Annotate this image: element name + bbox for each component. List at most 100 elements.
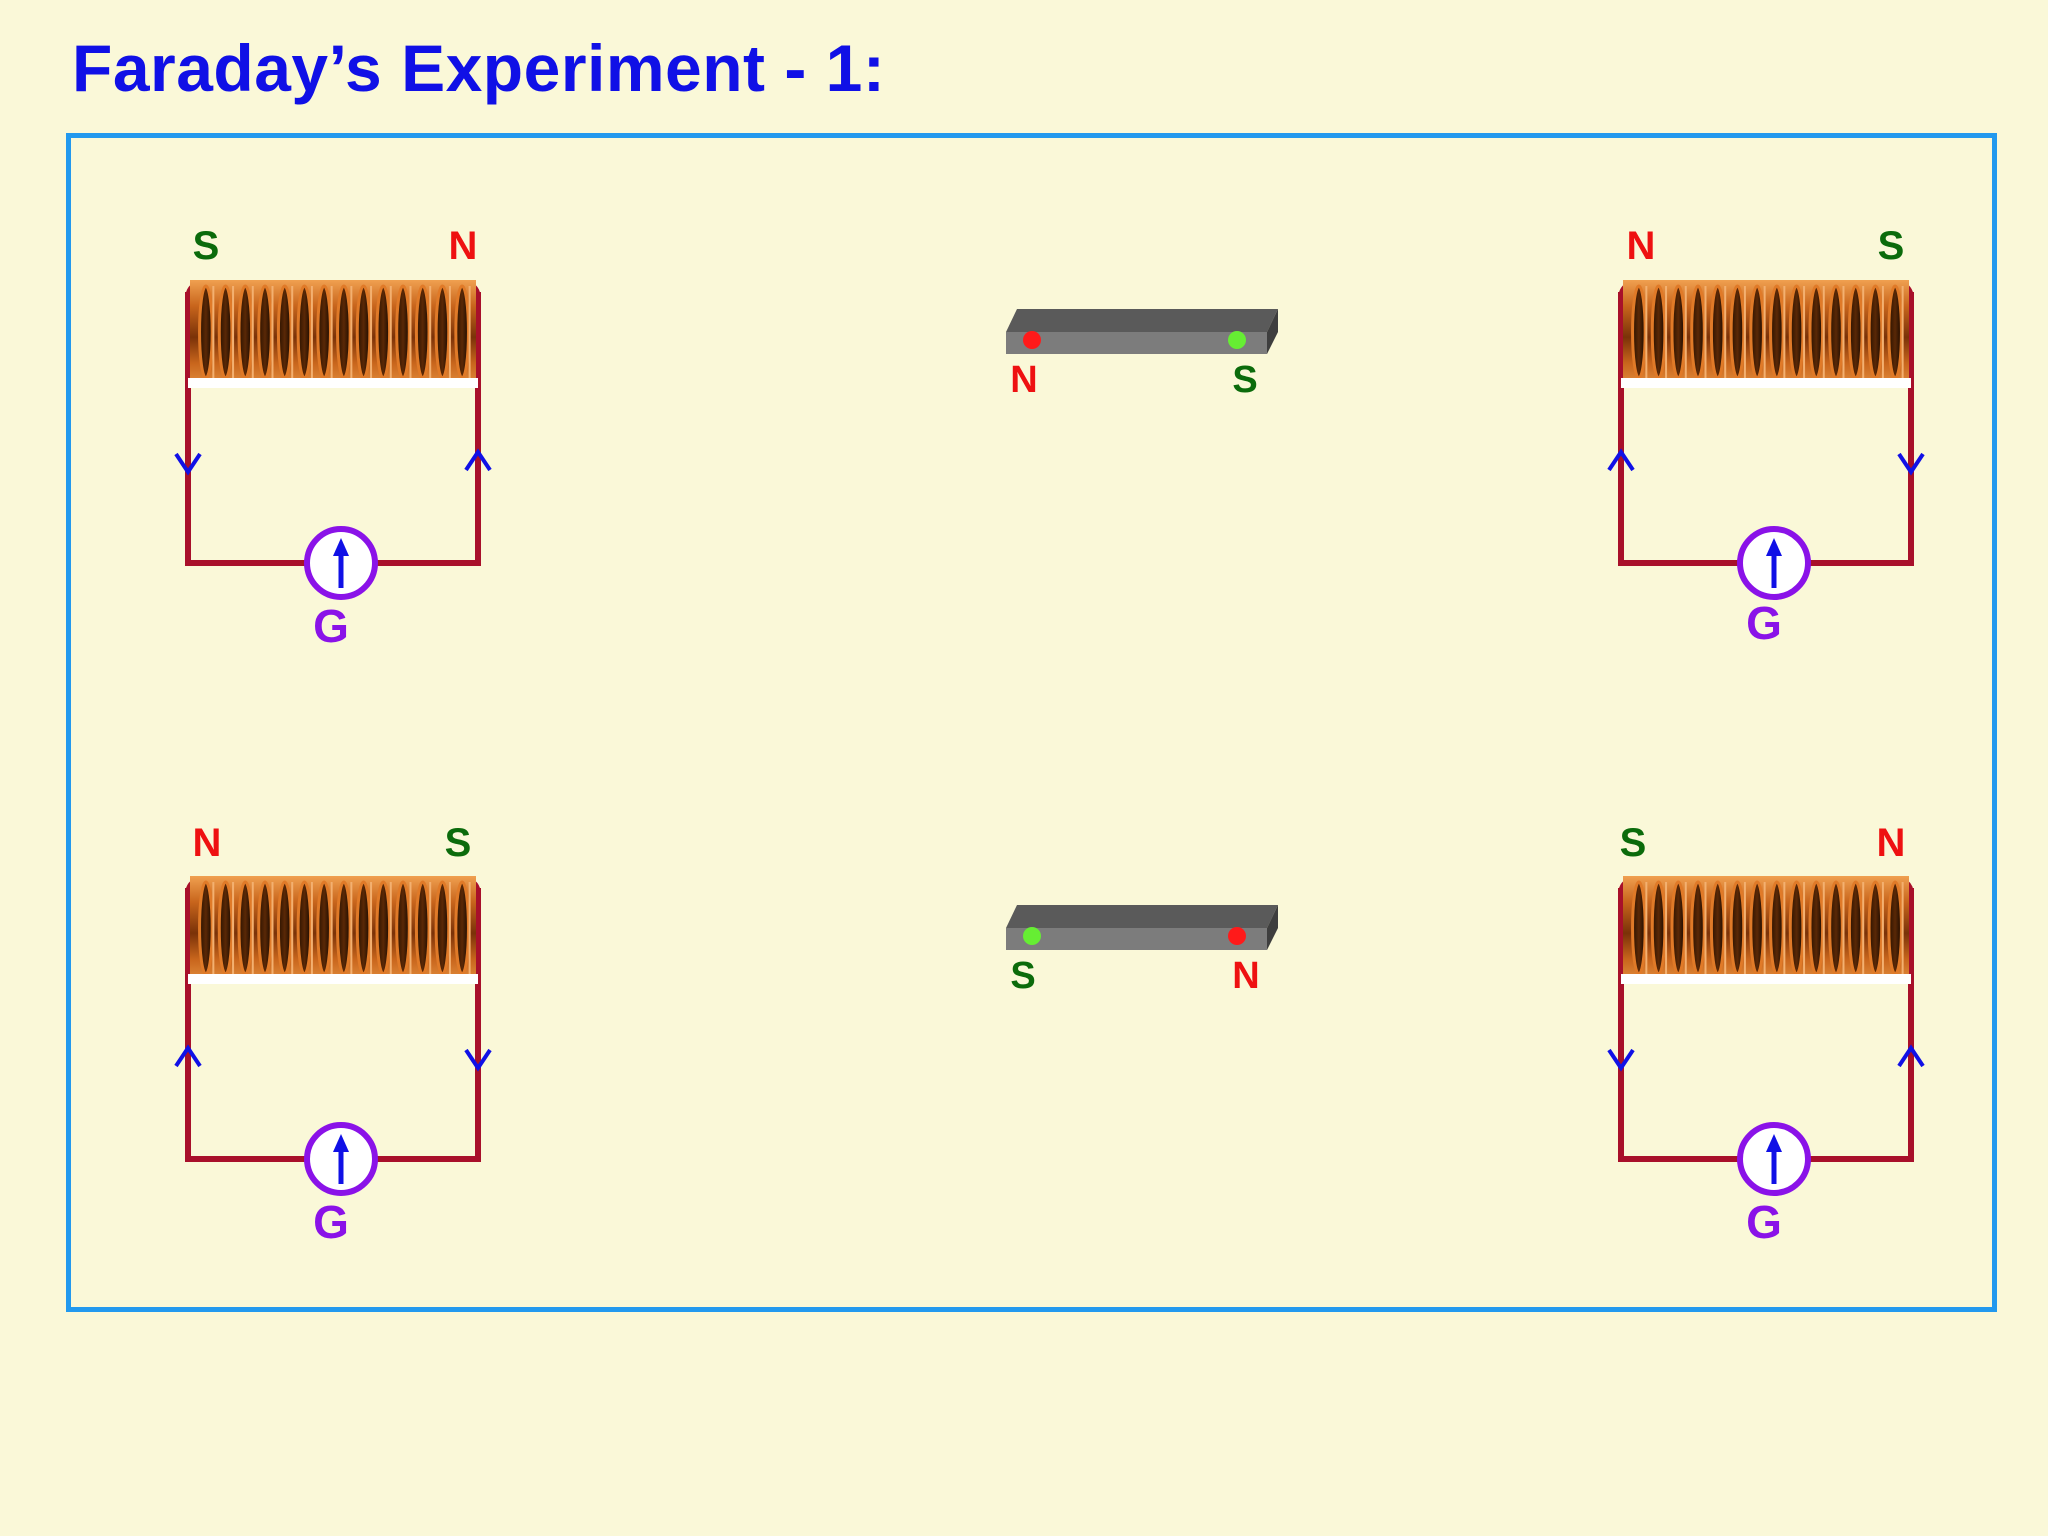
coil-turn [1887, 880, 1903, 976]
magnet-pole-right-label: N [1232, 955, 1259, 997]
up-arrow-icon [1766, 538, 1782, 588]
coil-turn [1670, 880, 1687, 976]
coil-turn [355, 284, 372, 380]
galvanometer [1737, 1122, 1811, 1196]
coil-turns [198, 284, 471, 380]
coil-turn [454, 880, 470, 976]
page-title: Faraday’s Experiment - 1: [72, 31, 886, 105]
coil-turn [395, 284, 411, 380]
current-arrow-down-icon [464, 1048, 492, 1072]
coil-turn [414, 284, 431, 380]
coil-turn [1650, 880, 1667, 976]
solenoid-coil [1621, 280, 1911, 388]
coil-turn [257, 880, 273, 976]
galvanometer [304, 526, 378, 600]
coil-turn [355, 880, 372, 976]
magnet-side-face [1267, 905, 1278, 950]
coil-turn [1709, 880, 1726, 976]
coil-turn [1650, 284, 1667, 380]
magnet-south-dot [1228, 331, 1246, 349]
coil-turns [198, 880, 471, 976]
current-arrow-up-icon [1897, 1044, 1925, 1068]
coil-turn [276, 880, 293, 976]
coil-turn [454, 284, 470, 380]
coil-turn [296, 880, 313, 976]
coil-pole-left-label: S [193, 224, 220, 268]
coil-turn [1690, 880, 1706, 976]
current-arrow-down-icon [174, 452, 202, 476]
coil-turn [237, 880, 254, 976]
coil-pole-left-label: S [1620, 821, 1647, 865]
coil-turn [1867, 880, 1884, 976]
coil-turn [1788, 880, 1805, 976]
coil-pole-right-label: S [1878, 224, 1905, 268]
coil-turn [1729, 284, 1746, 380]
magnet-top-face [1006, 905, 1278, 928]
coil-turn [1690, 284, 1706, 380]
coil-turn [1887, 284, 1903, 380]
coil-turn [1847, 284, 1864, 380]
coil-turn [217, 284, 234, 380]
coil-turn [434, 284, 451, 380]
magnet-top-face [1006, 309, 1278, 332]
up-arrow-icon [1766, 1134, 1782, 1184]
coil-turn [198, 880, 214, 976]
circuit-top-left: S N G [174, 224, 492, 652]
magnet-pole-left-label: S [1010, 955, 1035, 997]
magnet-south-dot [1023, 927, 1041, 945]
coil-turn [316, 880, 332, 976]
coil-pole-left-label: N [193, 821, 222, 865]
solenoid-coil [188, 876, 478, 984]
current-arrow-down-icon [1897, 452, 1925, 476]
coil-pole-right-label: S [445, 821, 472, 865]
circuit-top-right: N S G [1607, 224, 1925, 649]
coil-turn [1788, 284, 1805, 380]
coil-turns [1631, 284, 1904, 380]
coil-turn [257, 284, 273, 380]
bar-magnet-top: N S [1006, 309, 1278, 401]
coil-turn [375, 880, 392, 976]
magnet-north-dot [1023, 331, 1041, 349]
magnet-front-face [1006, 928, 1267, 950]
coil-turn [336, 880, 352, 976]
coil-turns [1631, 880, 1904, 976]
current-arrow-down-icon [1607, 1048, 1635, 1072]
coil-pole-right-label: N [1877, 821, 1906, 865]
galvanometer [1737, 526, 1811, 600]
coil-turn [1729, 880, 1746, 976]
coil-turn [217, 880, 234, 976]
coil-turn [276, 284, 293, 380]
coil-turn [1808, 284, 1825, 380]
magnet-pole-left-label: N [1010, 359, 1037, 401]
coil-pole-right-label: N [449, 224, 478, 268]
coil-turn [296, 284, 313, 380]
galvanometer-label: G [1746, 1196, 1782, 1248]
magnet-north-dot [1228, 927, 1246, 945]
coil-turn [1847, 880, 1864, 976]
magnet-front-face [1006, 332, 1267, 354]
coil-turn [1749, 284, 1765, 380]
solenoid-coil [1621, 876, 1911, 984]
bar-magnet-bottom: S N [1006, 905, 1278, 997]
galvanometer-label: G [1746, 597, 1782, 649]
coil-turn [1808, 880, 1825, 976]
magnet-side-face [1267, 309, 1278, 354]
circuit-bottom-left: N S G [174, 821, 492, 1248]
coil-turn [316, 284, 332, 380]
up-arrow-icon [333, 538, 349, 588]
coil-pole-left-label: N [1627, 224, 1656, 268]
coil-turn [237, 284, 254, 380]
current-arrow-up-icon [464, 448, 492, 472]
coil-turn [375, 284, 392, 380]
coil-turn [336, 284, 352, 380]
coil-turn [1769, 880, 1785, 976]
solenoid-coil [188, 280, 478, 388]
coil-turn [1749, 880, 1765, 976]
galvanometer [304, 1122, 378, 1196]
coil-turn [434, 880, 451, 976]
current-arrow-up-icon [1607, 448, 1635, 472]
diagram-frame [66, 133, 1997, 1312]
coil-turn [1828, 284, 1844, 380]
circuit-bottom-right: S N G [1607, 821, 1925, 1248]
